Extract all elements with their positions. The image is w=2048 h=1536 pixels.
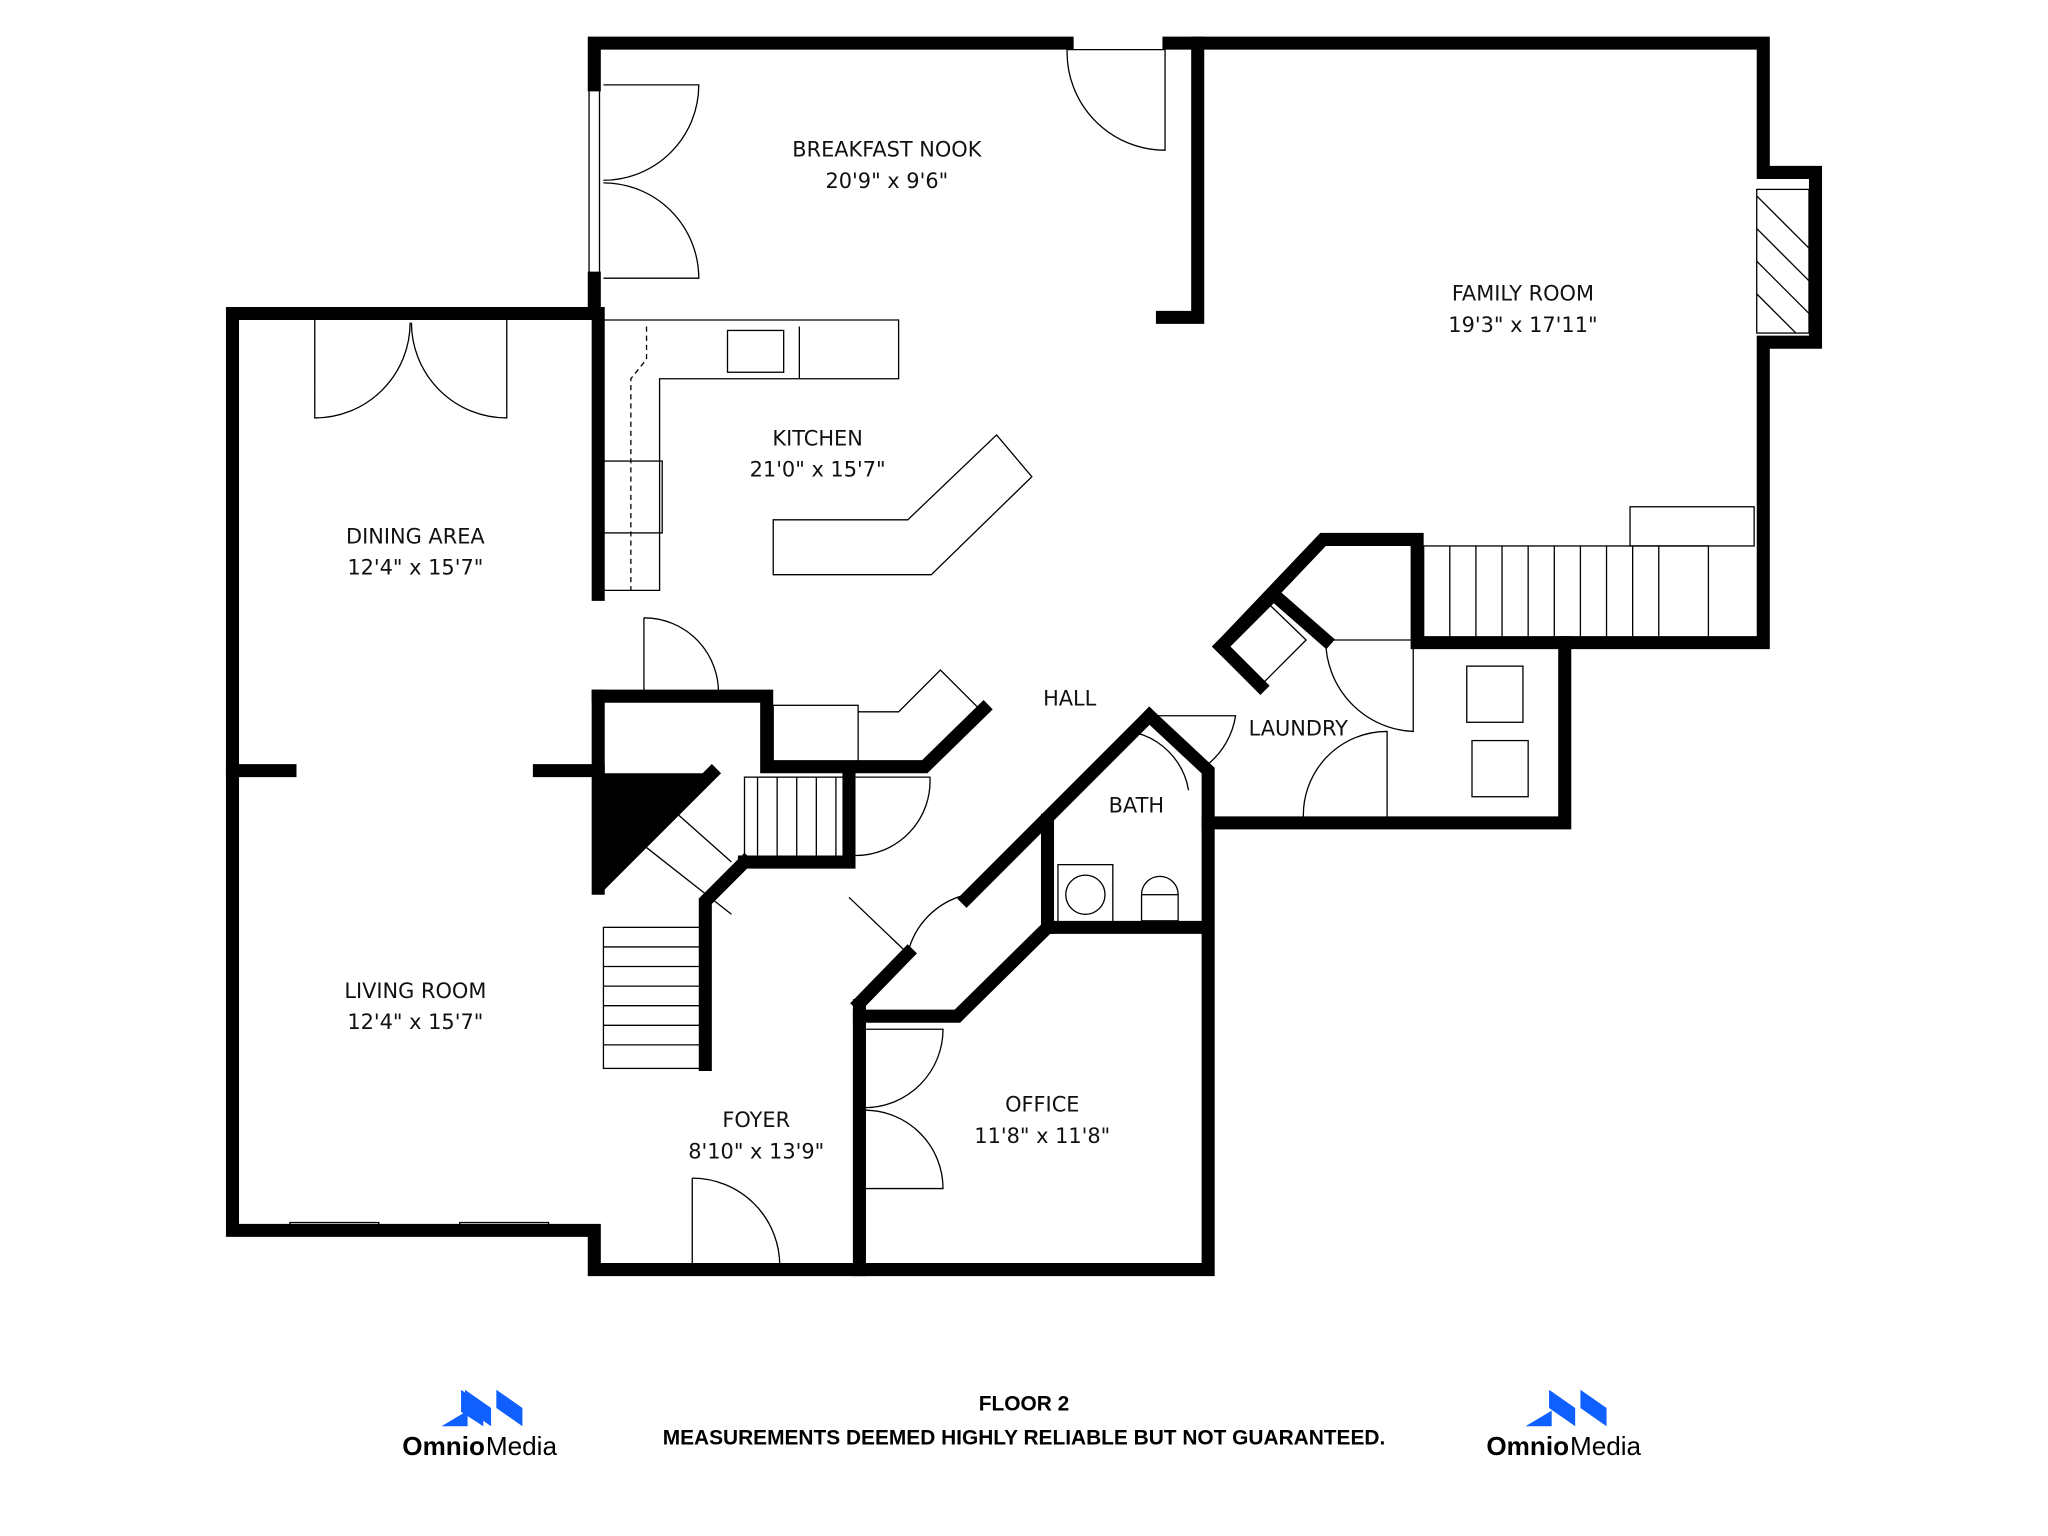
room-breakfast-nook: BREAKFAST NOOK 20'9" x 9'6" [792, 138, 982, 193]
room-dining-area: DINING AREA 12'4" x 15'7" [346, 524, 485, 579]
omnio-media-logo-right: Omnio Media [1486, 1389, 1642, 1461]
room-dims: 20'9" x 9'6" [825, 169, 948, 193]
windows [226, 37, 1770, 1276]
room-name: FAMILY ROOM [1452, 281, 1594, 305]
room-name: OFFICE [1005, 1093, 1079, 1117]
room-family-room: FAMILY ROOM 19'3" x 17'11" [1448, 281, 1597, 336]
room-living-room: LIVING ROOM 12'4" x 15'7" [344, 979, 486, 1034]
room-dims: 12'4" x 15'7" [347, 1010, 483, 1034]
room-bath: BATH [1109, 793, 1164, 817]
logo-text-bold: Omnio [1486, 1431, 1569, 1461]
room-name: DINING AREA [346, 524, 485, 548]
room-dims: 19'3" x 17'11" [1448, 313, 1597, 337]
logo-text-regular: Media [1570, 1431, 1642, 1461]
fireplace [1756, 188, 1810, 334]
fixtures [1057, 603, 1529, 923]
room-office: OFFICE 11'8" x 11'8" [974, 1093, 1110, 1148]
room-name: KITCHEN [772, 426, 862, 450]
room-foyer: FOYER 8'10" x 13'9" [688, 1108, 824, 1163]
floor-label: FLOOR 2 [979, 1393, 1069, 1416]
room-hall: HALL [1043, 686, 1097, 710]
room-dims: 21'0" x 15'7" [750, 458, 886, 482]
stairs [602, 506, 1755, 1070]
doors [314, 48, 1414, 1268]
room-kitchen: KITCHEN 21'0" x 15'7" [750, 426, 886, 481]
kitchen-counters [598, 319, 1033, 765]
room-name: FOYER [722, 1108, 790, 1132]
disclaimer: MEASUREMENTS DEEMED HIGHLY RELIABLE BUT … [663, 1427, 1386, 1450]
room-laundry: LAUNDRY [1249, 716, 1349, 740]
omnio-media-logo-left: Omnio Media [402, 1389, 558, 1461]
logo-text-bold: Omnio [402, 1431, 485, 1461]
room-name: BREAKFAST NOOK [792, 138, 982, 162]
room-name: LIVING ROOM [344, 979, 486, 1003]
room-dims: 12'4" x 15'7" [347, 556, 483, 580]
room-dims: 8'10" x 13'9" [688, 1140, 824, 1164]
logo-text-regular: Media [486, 1431, 558, 1461]
walls [225, 36, 1823, 1277]
room-dims: 11'8" x 11'8" [974, 1124, 1110, 1148]
